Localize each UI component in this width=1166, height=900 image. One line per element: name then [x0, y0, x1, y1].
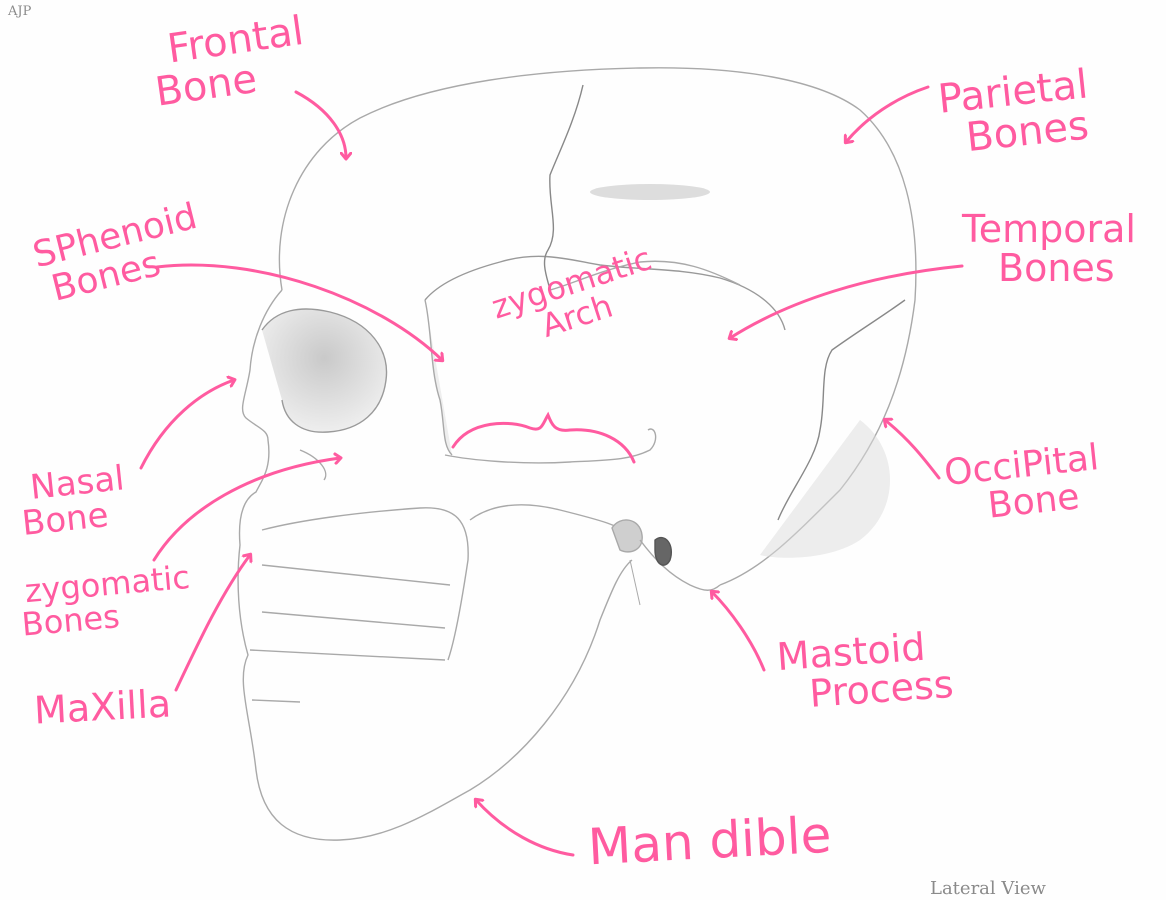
- nasal-notch: [299, 449, 327, 481]
- arrow-sphenoid: [155, 263, 442, 360]
- arrow-occipital: [885, 420, 941, 480]
- teeth-lower: [249, 649, 446, 703]
- maxilla-label: MaXilla: [32, 681, 173, 733]
- parietal-shading: [590, 184, 710, 200]
- arrow-maxilla: [174, 555, 250, 692]
- sphenoid-region: [424, 299, 453, 456]
- mastoid-line-2: Process: [807, 661, 955, 716]
- zygomatic-arch-brace: [451, 411, 636, 464]
- nasal-bone-label: Nasal Bone: [20, 458, 130, 543]
- lateral-view-caption: Lateral View: [930, 878, 1046, 899]
- arrow-mandible: [476, 800, 575, 857]
- face-outline: [237, 289, 633, 841]
- zygomatic-arch-outline: [444, 428, 657, 464]
- orbit-outline: [261, 308, 388, 433]
- parietal-bones-label: Parietal Bones: [936, 61, 1094, 161]
- arrow-mastoid: [712, 592, 766, 672]
- temporal-line-2: Bones: [998, 245, 1115, 290]
- occipital-shade: [760, 420, 890, 558]
- temporal-fossa: [424, 255, 786, 331]
- arrow-frontal: [294, 90, 346, 158]
- mandible-label: Man dible: [586, 805, 833, 877]
- ear-opening: [654, 536, 672, 566]
- condyle: [611, 519, 643, 553]
- mastoid-outline: [639, 539, 721, 591]
- teeth-upper: [261, 564, 451, 629]
- lambdoid-suture: [777, 299, 906, 521]
- styloid: [629, 559, 641, 606]
- coronal-suture: [543, 84, 584, 291]
- squamous-suture: [549, 260, 741, 291]
- arrow-nasal: [139, 380, 234, 470]
- arrow-parietal: [846, 85, 930, 142]
- signature: AJP: [8, 4, 32, 19]
- maxilla-lower: [261, 507, 469, 661]
- temporal-line-1: Temporal: [962, 207, 1136, 251]
- temporal-bones-label: Temporal Bones: [962, 210, 1136, 288]
- annotation-arrows: [139, 85, 964, 857]
- skull-outline: [237, 67, 917, 841]
- occipital-bone-label: OcciPital Bone: [942, 437, 1105, 529]
- mastoid-process-label: Mastoid Process: [775, 625, 955, 716]
- arrow-zygomatic-bones: [152, 458, 340, 562]
- arrow-temporal: [730, 264, 964, 338]
